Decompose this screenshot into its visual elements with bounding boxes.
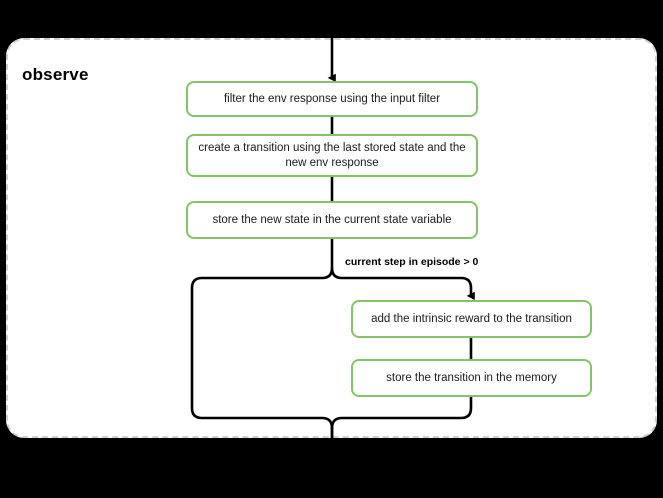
edge-label-current-step-condition: current step in episode > 0 — [345, 256, 479, 268]
node-filter-env-response[interactable]: filter the env response using the input … — [186, 81, 478, 117]
subgraph-title-observe: observe — [22, 65, 89, 84]
node-store-new-state[interactable]: store the new state in the current state… — [186, 201, 478, 239]
node-create-transition[interactable]: create a transition using the last store… — [186, 134, 478, 177]
node-store-transition-memory[interactable]: store the transition in the memory — [351, 359, 592, 397]
node-add-intrinsic-reward[interactable]: add the intrinsic reward to the transiti… — [351, 300, 592, 338]
